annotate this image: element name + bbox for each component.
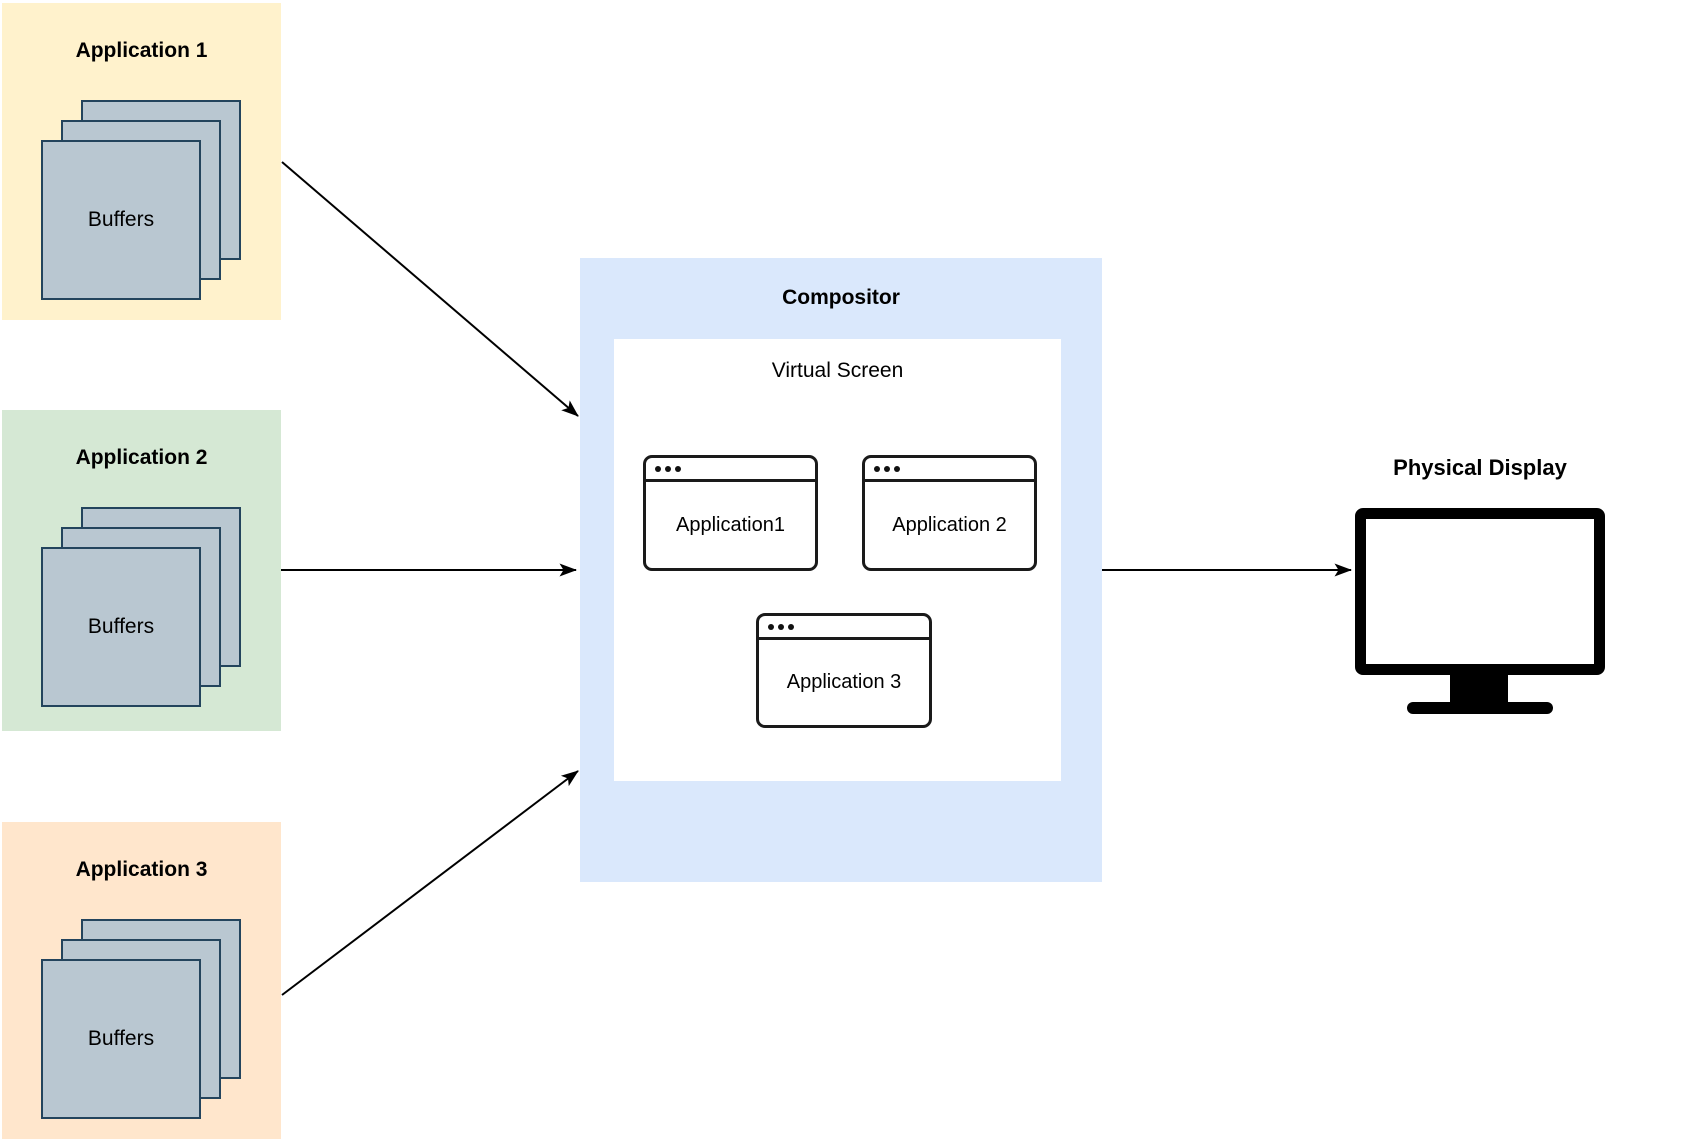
- window-dot-icon: [675, 465, 681, 472]
- buffers-label: Buffers: [87, 208, 155, 231]
- window-label: Application 2: [892, 513, 1007, 536]
- window-titlebar: [865, 458, 1034, 482]
- virtual-screen-title: Virtual Screen: [771, 359, 904, 382]
- buffers-label: Buffers: [87, 615, 155, 638]
- buffer-square-front: Buffers: [41, 547, 201, 707]
- window-dot-icon: [884, 465, 890, 472]
- application-2-box: Application 2 Buffers: [2, 410, 281, 731]
- window-dot-icon: [788, 623, 794, 630]
- window-dot-icon: [655, 465, 661, 472]
- window-dot-icon: [874, 465, 880, 472]
- window-label: Application 3: [786, 671, 902, 693]
- window-titlebar: [759, 616, 929, 640]
- application-3-box: Application 3 Buffers: [2, 822, 281, 1139]
- application-1-box: Application 1 Buffers: [2, 3, 281, 320]
- virtual-screen-box: Virtual Screen Application1 Application …: [614, 339, 1061, 781]
- application-2-title: Application 2: [75, 446, 208, 469]
- window-application3: Application 3: [756, 613, 932, 728]
- arrow-app3-to-compositor: [281, 770, 579, 996]
- monitor-stand-neck: [1450, 673, 1508, 704]
- buffer-square-front: Buffers: [41, 959, 201, 1119]
- physical-display-title: Physical Display: [1393, 455, 1567, 480]
- arrow-app1-to-compositor: [281, 161, 579, 417]
- monitor-icon: [1355, 508, 1605, 675]
- compositor-box: Compositor Virtual Screen Application1 A…: [580, 258, 1102, 882]
- monitor-stand-base: [1407, 702, 1553, 714]
- buffers-label: Buffers: [87, 1027, 155, 1050]
- buffer-square-front: Buffers: [41, 140, 201, 300]
- window-titlebar: [646, 458, 815, 482]
- window-dot-icon: [665, 465, 671, 472]
- application-3-title: Application 3: [75, 858, 208, 881]
- window-application1: Application1: [643, 455, 818, 571]
- application-1-title: Application 1: [75, 39, 208, 62]
- compositor-title: Compositor: [782, 286, 900, 309]
- window-label: Application1: [676, 513, 785, 536]
- window-dot-icon: [768, 623, 774, 630]
- window-application2: Application 2: [862, 455, 1037, 571]
- window-dot-icon: [894, 465, 900, 472]
- window-dot-icon: [778, 623, 784, 630]
